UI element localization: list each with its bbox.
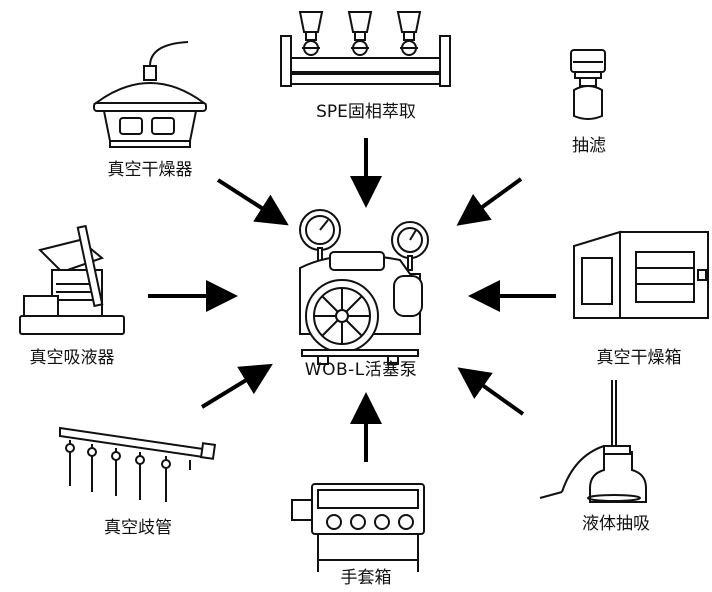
arrow-filtration: [456, 177, 523, 226]
filtration-label: 抽滤: [572, 136, 606, 156]
aspirator-label: 真空吸液器: [29, 348, 115, 368]
pump-label: WOB-L活塞泵: [304, 360, 418, 380]
spe-label: SPE固相萃取: [316, 102, 416, 122]
vacuum-oven-icon: [573, 230, 709, 319]
glovebox-icon: [291, 483, 425, 572]
oven-label: 真空干燥箱: [596, 348, 682, 368]
piston-pump-icon: [299, 209, 429, 365]
manifold-label: 真空歧管: [104, 518, 172, 538]
glovebox-label: 手套箱: [340, 568, 392, 588]
liquid-label: 液体抽吸: [582, 514, 650, 534]
vacuum-aspirator-icon: [19, 224, 125, 335]
desiccator-label: 真空干燥器: [107, 160, 193, 180]
vacuum-desiccator-icon: [92, 41, 208, 148]
arrows: [148, 138, 556, 462]
arrow-liquid: [457, 367, 525, 416]
arrow-manifold: [200, 363, 273, 409]
vacuum-manifold-icon: [59, 426, 217, 502]
arrow-desiccator: [216, 178, 289, 226]
spe-manifold-icon: [280, 11, 451, 87]
liquid-suction-bottle-icon: [539, 380, 647, 503]
filtration-flask-icon: [570, 49, 606, 120]
